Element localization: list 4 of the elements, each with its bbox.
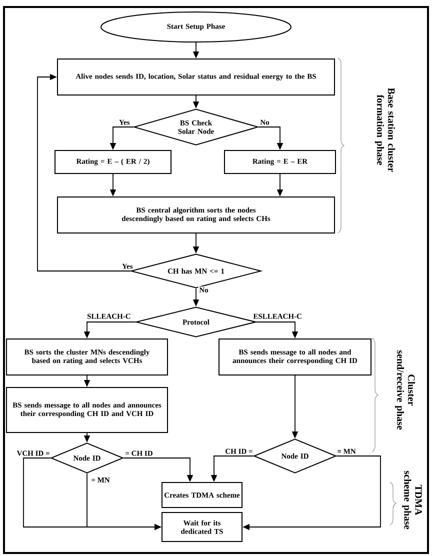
arrow bbox=[37, 74, 131, 272]
phase-label: TDMA scheme phase bbox=[402, 470, 422, 530]
phase-label: Cluster send/receive phase bbox=[394, 350, 416, 430]
phase-label: Base station cluster formation phase bbox=[374, 88, 396, 172]
